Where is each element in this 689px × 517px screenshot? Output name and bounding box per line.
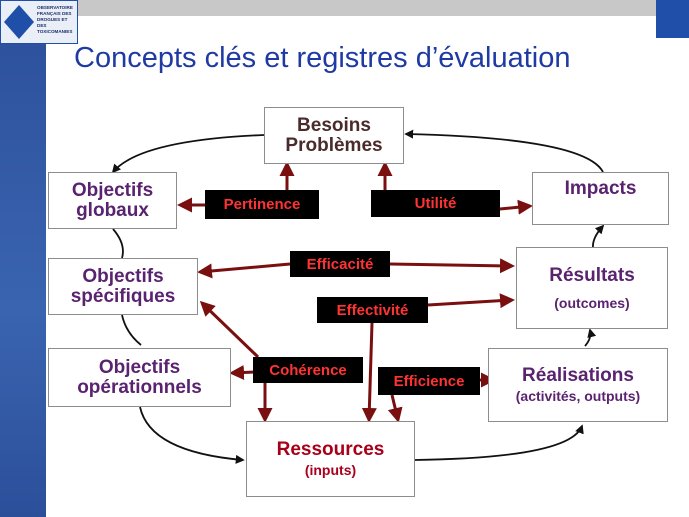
cycle-arrow-ressources-to-realisations — [414, 424, 584, 461]
box-realisations: Réalisations (activités, outputs) — [488, 348, 668, 422]
arrow-coherence-to-specifiques — [199, 300, 260, 359]
box-besoins-problemes: Besoins Problèmes — [264, 107, 404, 164]
box-specifiques-line2: spécifiques — [70, 285, 176, 307]
box-globaux-line1: Objectifs — [71, 179, 154, 201]
box-resultats-line1: Résultats — [549, 264, 635, 286]
box-specifiques-line1: Objectifs — [82, 265, 164, 287]
box-besoins-line2: Problèmes — [285, 134, 383, 156]
register-efficacite: Efficacité — [290, 251, 390, 277]
register-pertinence: Pertinence — [205, 190, 319, 219]
cycle-arrow-impacts-to-besoins — [404, 129, 604, 173]
box-impacts: Impacts — [532, 172, 669, 225]
cycle-arrow-operationnels-to-ressources — [139, 406, 245, 464]
box-ressources-line1: Ressources — [276, 439, 385, 461]
box-objectifs-specifiques: Objectifs spécifiques — [48, 258, 198, 315]
slide-title: Concepts clés et registres d’évaluation — [74, 42, 571, 74]
register-efficience: Efficience — [378, 367, 480, 395]
box-impacts-label: Impacts — [564, 178, 637, 199]
logo-text: OBSERVATOIRE FRANÇAIS DES DROGUES ET DES… — [37, 5, 73, 34]
arrow-efficience-to-ressources — [387, 394, 403, 423]
box-globaux-line2: globaux — [76, 199, 149, 221]
box-besoins-line1: Besoins — [297, 114, 371, 136]
arrow-efficacite-to-resultats — [389, 258, 515, 274]
box-ressources-line2: (inputs) — [304, 462, 357, 479]
cycle-arrow-realisations-to-resultats — [584, 328, 597, 347]
cycle-arrow-resultats-to-impacts — [592, 224, 605, 249]
box-ressources: Ressources (inputs) — [246, 421, 415, 497]
register-utilite: Utilité — [371, 190, 500, 217]
box-operationnels-line2: opérationnels — [77, 376, 202, 398]
register-coherence: Cohérence — [253, 357, 363, 383]
box-operationnels-line1: Objectifs — [98, 356, 181, 378]
arrow-utilite-to-impacts — [499, 199, 533, 215]
arrow-effectivite-to-resultats — [427, 293, 515, 309]
register-effectivite: Effectivité — [317, 297, 428, 323]
corner-block — [656, 0, 689, 38]
box-resultats: Résultats (outcomes) — [516, 247, 668, 329]
arrow-efficacite-to-specifiques — [197, 262, 291, 279]
arrow-coherence-to-operationnels — [229, 365, 257, 380]
box-realisations-line1: Réalisations — [522, 365, 634, 387]
left-sidebar-band — [0, 0, 46, 517]
top-bar — [46, 0, 656, 16]
cycle-arrow-globaux-to-specifiques — [112, 228, 124, 259]
box-realisations-line2: (activités, outputs) — [515, 388, 641, 405]
box-resultats-line2: (outcomes) — [554, 294, 630, 311]
arrow-effectivite-to-ressources — [361, 322, 377, 423]
cycle-arrow-specifiques-to-operationnels — [121, 314, 142, 346]
box-objectifs-operationnels: Objectifs opérationnels — [48, 348, 231, 407]
cycle-arrow-besoins-to-globaux — [111, 134, 265, 174]
box-objectifs-globaux: Objectifs globaux — [48, 172, 177, 229]
ofdt-logo: OBSERVATOIRE FRANÇAIS DES DROGUES ET DES… — [0, 0, 78, 44]
